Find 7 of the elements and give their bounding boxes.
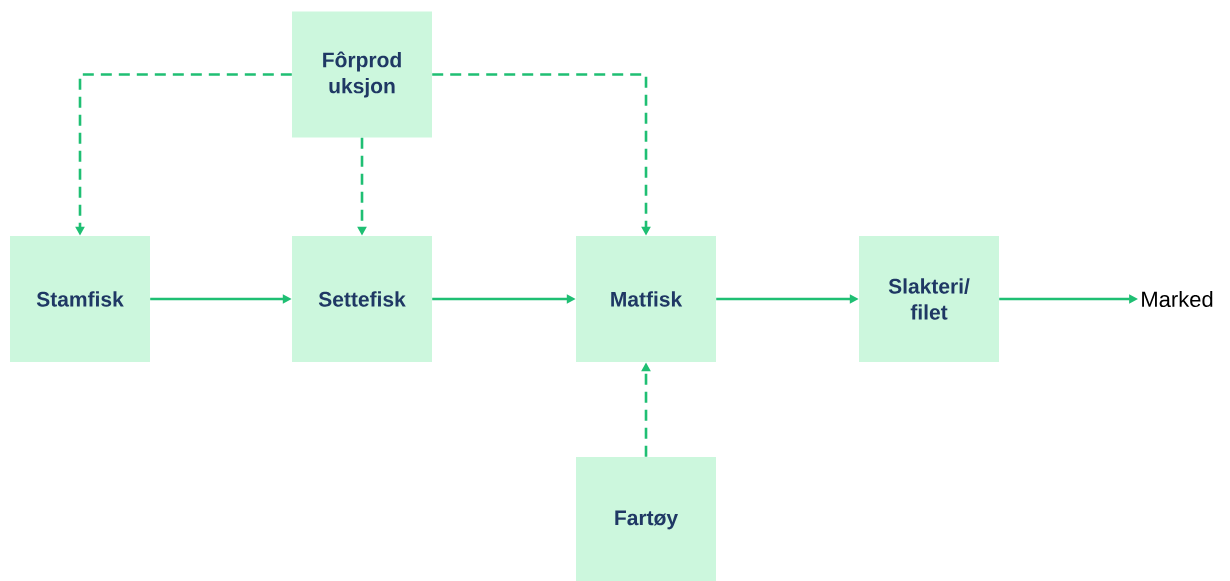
process-box: Settefisk — [292, 236, 432, 362]
process-box: Matfisk — [576, 236, 716, 362]
process-box: Fartøy — [576, 457, 716, 581]
process-box: Fôrprod uksjon — [292, 11, 432, 138]
process-box: Stamfisk — [10, 236, 150, 362]
process-box: Slakteri/ filet — [859, 236, 999, 362]
market-label: Marked — [1142, 290, 1213, 308]
